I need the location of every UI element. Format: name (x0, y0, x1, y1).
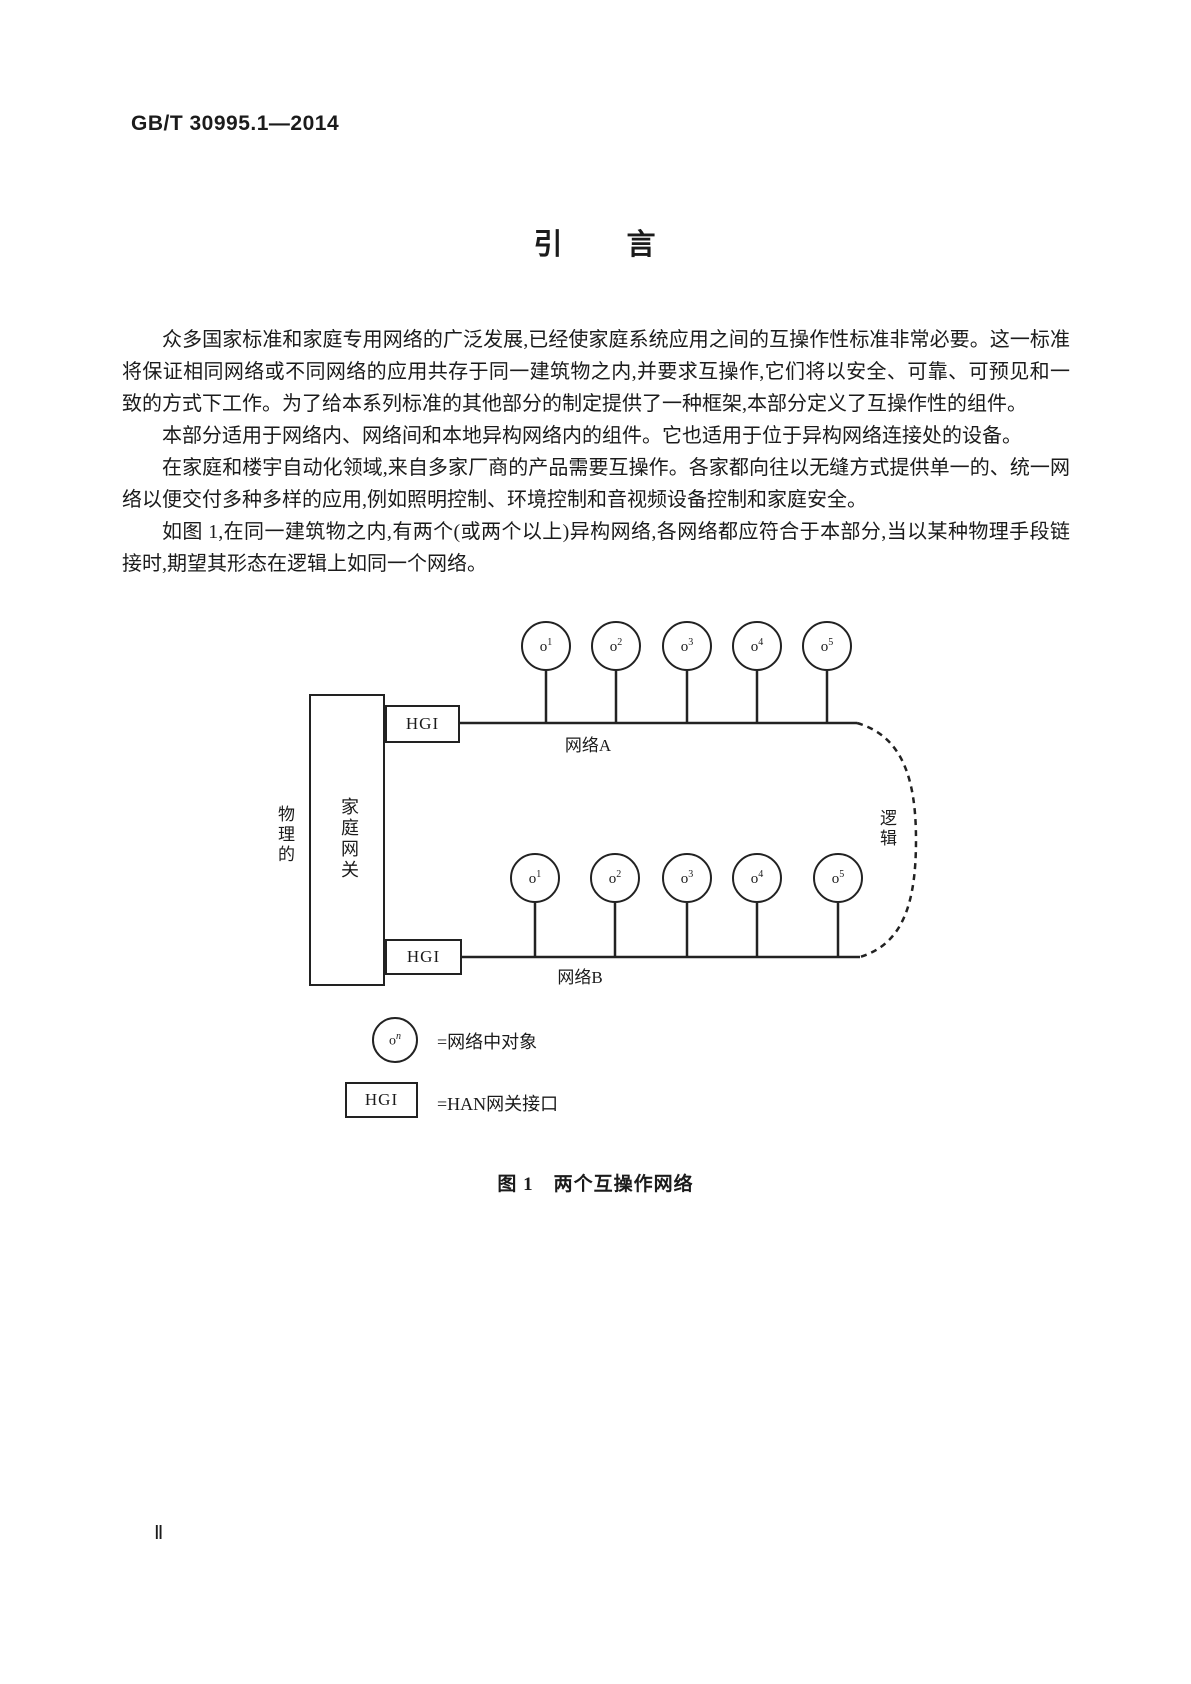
object-label: o5 (820, 636, 834, 655)
network-object-node: o5 (813, 853, 863, 903)
intro-paragraph: 如图 1,在同一建筑物之内,有两个(或两个以上)异构网络,各网络都应符合于本部分… (122, 521, 1070, 575)
object-label: o2 (609, 636, 623, 655)
network-object-node: o3 (662, 853, 712, 903)
object-label: o1 (539, 636, 553, 655)
hgi-label: HGI (405, 714, 440, 733)
object-label: o3 (680, 636, 694, 655)
network-object-node: o1 (510, 853, 560, 903)
intro-paragraph: 本部分适用于网络内、网络间和本地异构网络内的组件。它也适用于位于异构网络连接处的… (162, 425, 1022, 447)
logical-label: 逻辑 (877, 809, 896, 849)
hgi-label: HGI (364, 1090, 399, 1109)
legend-hgi-symbol: HGI (345, 1082, 418, 1118)
network-object-node: o4 (732, 621, 782, 671)
intro-paragraph: 在家庭和楼宇自动化领域,来自多家厂商的产品需要互操作。各家都向往以无缝方式提供单… (122, 457, 1070, 511)
object-label: o1 (528, 868, 542, 887)
figure-caption: 图 1 两个互操作网络 (497, 1174, 694, 1195)
hgi-box-network-b: HGI (385, 939, 462, 975)
object-label: o4 (750, 868, 764, 887)
network-object-node: o5 (802, 621, 852, 671)
object-label: o5 (831, 868, 845, 887)
page-title: 引 言 (533, 229, 658, 261)
network-object-node: o2 (590, 853, 640, 903)
hgi-box-network-a: HGI (385, 705, 460, 743)
object-label: o3 (680, 868, 694, 887)
network-a-label: 网络A (564, 736, 612, 755)
intro-paragraph: 众多国家标准和家庭专用网络的广泛发展,已经使家庭系统应用之间的互操作性标准非常必… (122, 329, 1070, 415)
object-label: o2 (608, 868, 622, 887)
introduction-text: 众多国家标准和家庭专用网络的广泛发展,已经使家庭系统应用之间的互操作性标准非常必… (122, 324, 1070, 580)
object-label: o4 (750, 636, 764, 655)
network-object-node: o2 (591, 621, 641, 671)
legend-object-symbol: on (372, 1017, 418, 1063)
network-object-node: o3 (662, 621, 712, 671)
page-number: Ⅱ (154, 1523, 164, 1544)
home-gateway-box (309, 694, 385, 986)
home-gateway-label: 家庭网关 (339, 797, 359, 881)
object-label: on (389, 1030, 401, 1049)
legend-object-text: =网络中对象 (437, 1032, 538, 1052)
network-b-label: 网络B (557, 968, 603, 987)
network-object-node: o4 (732, 853, 782, 903)
hgi-label: HGI (406, 947, 441, 966)
legend-hgi-text: =HAN网关接口 (437, 1094, 559, 1114)
standard-number: GB/T 30995.1—2014 (131, 112, 340, 135)
physical-label: 物理的 (275, 805, 294, 865)
network-object-node: o1 (521, 621, 571, 671)
